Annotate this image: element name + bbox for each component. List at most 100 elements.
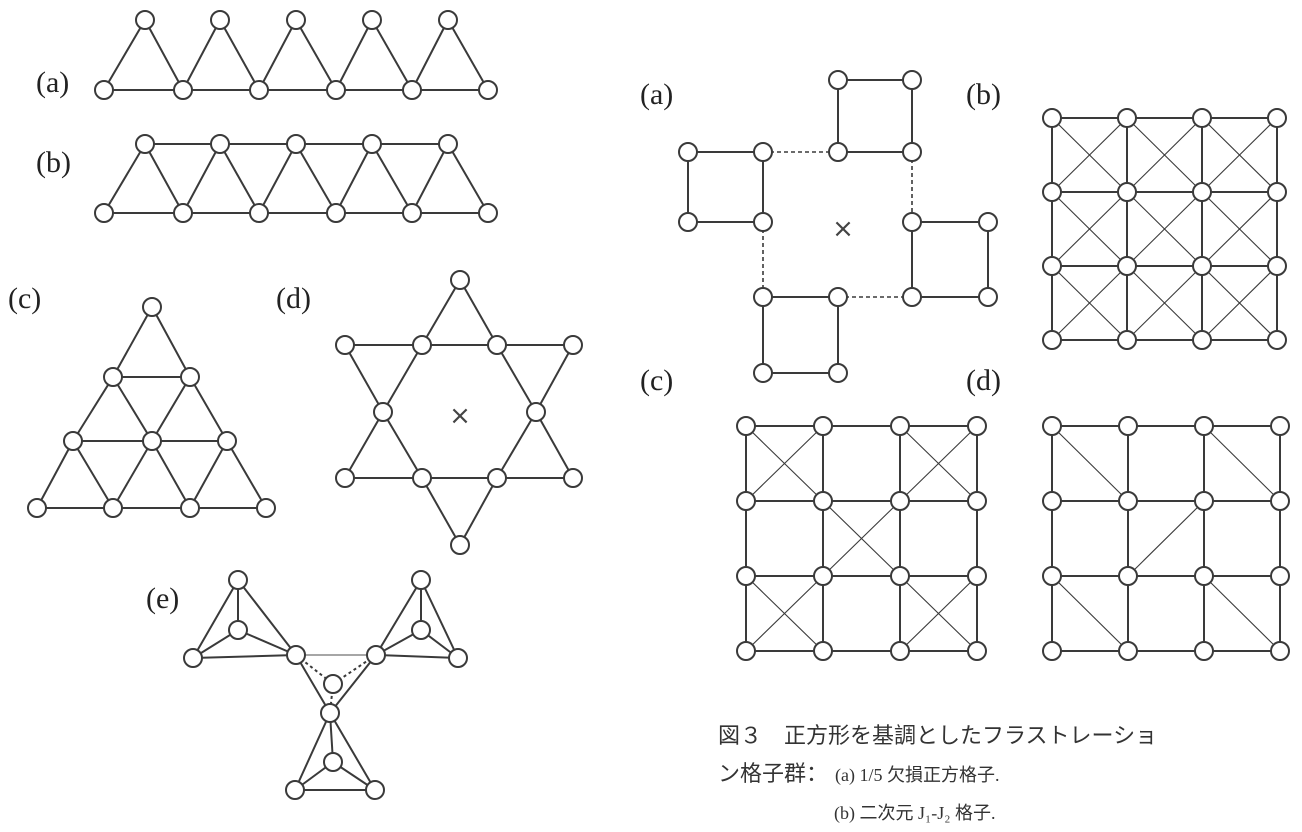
label-right-b: (b) — [966, 78, 1001, 111]
triangle-c-bond — [151, 376, 191, 442]
triangle-c-bond — [112, 440, 153, 509]
chain-a-bond — [295, 19, 337, 91]
grid-d-site — [1118, 566, 1138, 586]
caption-line-1: 図３ 正方形を基調としたフラストレーショ — [718, 724, 1158, 749]
tetra-bottom-site — [365, 780, 385, 800]
chain-a-bond — [371, 19, 413, 91]
grid-c-site — [967, 641, 987, 661]
chain-a-site — [135, 10, 155, 30]
j1j2-diagonal — [1126, 191, 1203, 267]
grid-d-site — [1042, 491, 1062, 511]
chain-a-bond — [258, 19, 297, 91]
grid-c-site — [890, 416, 910, 436]
j1j2-site — [1192, 182, 1212, 202]
depleted-square-site — [828, 70, 848, 90]
chain-b-site — [438, 134, 458, 154]
tetra-link-bond — [329, 654, 377, 714]
label-left-d: (d) — [276, 282, 311, 315]
j1j2-diagonal — [1201, 117, 1278, 193]
grid-c-site — [813, 491, 833, 511]
depleted-square-site — [678, 212, 698, 232]
j1j2-diagonal — [1126, 265, 1203, 341]
label-left-a: (a) — [36, 66, 69, 99]
grid-c-diagonal — [822, 500, 901, 577]
kagome-d-site — [450, 270, 470, 290]
chain-b-site — [402, 203, 422, 223]
triangle-c-bond — [189, 376, 228, 442]
grid-c-site — [736, 416, 756, 436]
grid-c-diagonal — [745, 575, 824, 652]
triangle-c-bond — [36, 440, 74, 509]
chain-b-bond — [103, 143, 146, 214]
chain-b-site — [135, 134, 155, 154]
tetra-bottom-site — [320, 703, 340, 723]
chain-a-site — [94, 80, 114, 100]
tetra-left-bond — [237, 629, 297, 656]
grid-d-diagonal — [1051, 425, 1129, 502]
tetra-bottom-bond — [329, 712, 376, 791]
j1j2-site — [1042, 182, 1062, 202]
kagome-d-bond — [496, 411, 537, 479]
triangle-c-site — [103, 367, 123, 387]
triangle-c-bond — [72, 440, 114, 509]
grid-d-diagonal — [1203, 575, 1281, 652]
grid-c-site — [813, 416, 833, 436]
chain-a-site — [210, 10, 230, 30]
grid-d-site — [1042, 416, 1062, 436]
grid-c-site — [813, 566, 833, 586]
kagome-d-bond — [459, 279, 498, 346]
depleted-square-site — [828, 142, 848, 162]
grid-d-site — [1118, 416, 1138, 436]
depleted-square-site — [902, 70, 922, 90]
grid-c-site — [890, 566, 910, 586]
label-right-a: (a) — [640, 78, 673, 111]
grid-d-site — [1118, 641, 1138, 661]
tetra-link-bond — [295, 654, 331, 714]
tetra-left-site — [228, 620, 248, 640]
triangle-c-bond — [151, 440, 191, 509]
chain-b-bond — [258, 143, 297, 214]
depleted-square-center-mark: × — [832, 214, 854, 244]
chain-b-site — [94, 203, 114, 223]
tetra-right-site — [411, 570, 431, 590]
kagome-d-bond — [421, 477, 461, 546]
tetra-right-bond — [420, 579, 459, 659]
triangle-c-site — [180, 498, 200, 518]
chain-a-site — [478, 80, 498, 100]
grid-d-diagonal — [1051, 575, 1129, 652]
chain-a-bond — [103, 19, 146, 91]
j1j2-site — [1117, 330, 1137, 350]
tetra-bottom-bond — [294, 712, 331, 791]
grid-c-site — [967, 491, 987, 511]
depleted-square-site — [753, 363, 773, 383]
kagome-d-bond — [344, 411, 384, 479]
depleted-square-site — [753, 287, 773, 307]
depleted-square-site — [828, 287, 848, 307]
depleted-square-site — [678, 142, 698, 162]
j1j2-diagonal — [1051, 191, 1128, 267]
grid-d-site — [1042, 566, 1062, 586]
triangle-c-site — [180, 367, 200, 387]
kagome-d-bond — [496, 344, 537, 413]
kagome-d-bond — [382, 411, 423, 479]
grid-c-site — [736, 566, 756, 586]
chain-b-site — [326, 203, 346, 223]
j1j2-site — [1267, 182, 1287, 202]
tetra-bottom-site — [285, 780, 305, 800]
j1j2-site — [1267, 108, 1287, 128]
j1j2-site — [1042, 330, 1062, 350]
depleted-square-site — [978, 287, 998, 307]
grid-c-site — [967, 416, 987, 436]
triangle-c-bond — [112, 376, 153, 442]
grid-c-diagonal — [899, 575, 978, 652]
label-left-b: (b) — [36, 146, 71, 179]
depleted-square-site — [978, 212, 998, 232]
chain-b-site — [478, 203, 498, 223]
depleted-square-site — [828, 363, 848, 383]
triangle-c-site — [63, 431, 83, 451]
grid-d-site — [1194, 566, 1214, 586]
tetra-left-site — [286, 645, 306, 665]
chain-a-site — [438, 10, 458, 30]
grid-d-site — [1118, 491, 1138, 511]
tetra-left-bond — [192, 654, 297, 659]
